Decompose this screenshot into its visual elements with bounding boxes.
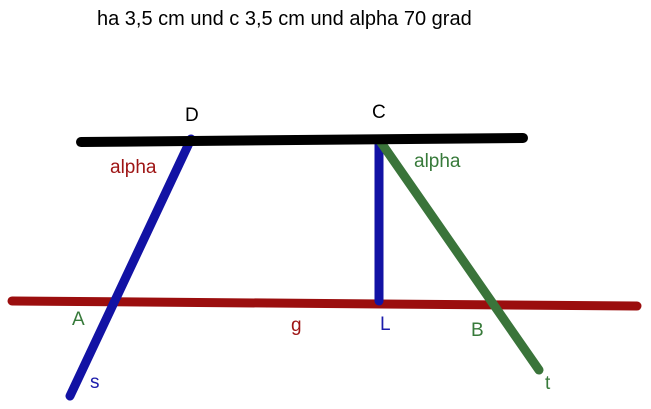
ray-label-t: t: [545, 373, 551, 394]
point-label-a: A: [72, 309, 85, 330]
construction-title: ha 3,5 cm und c 3,5 cm und alpha 70 grad: [97, 8, 472, 30]
point-label-c: C: [372, 102, 386, 123]
point-label-l: L: [380, 314, 391, 335]
line-label-g: g: [291, 315, 302, 336]
segment-c: [76, 133, 528, 147]
point-label-b: B: [471, 320, 484, 341]
angle-label-alpha-left: alpha: [110, 157, 157, 178]
ray-s: [65, 134, 196, 401]
angle-label-alpha-right: alpha: [414, 151, 461, 172]
point-label-d: D: [185, 105, 199, 126]
ray-label-s: s: [90, 372, 100, 393]
ray-t: [375, 136, 544, 375]
line-g: [7, 296, 642, 311]
